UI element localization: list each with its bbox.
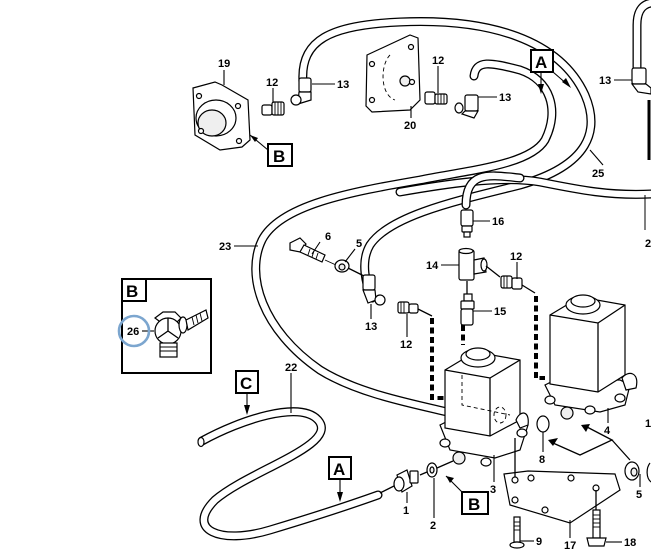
nipple-12c	[397, 301, 433, 317]
part-label-2-edge: 2	[645, 238, 651, 250]
part-label-2: 2	[430, 520, 436, 532]
part-label-3: 3	[490, 484, 496, 496]
reference-label: A	[535, 53, 547, 72]
part-label-12: 12	[400, 339, 412, 351]
part-label-12: 12	[510, 251, 522, 263]
reference-label: B	[468, 495, 480, 514]
elbow-13a	[290, 77, 312, 106]
part-label-22: 22	[285, 362, 297, 374]
part-label-15: 15	[494, 306, 506, 318]
part-label-12: 12	[432, 55, 444, 67]
part-label-13: 13	[499, 92, 511, 104]
part-label-4: 4	[604, 425, 611, 437]
part-label-23: 23	[219, 241, 231, 253]
washer-5b	[624, 461, 651, 483]
assembly-arrows	[548, 424, 631, 461]
reference-box-b-bottom: B	[445, 475, 489, 515]
part-label-17: 17	[564, 540, 576, 552]
flange-19	[192, 81, 251, 151]
part-label-9: 9	[536, 536, 542, 548]
part-label-18: 18	[624, 537, 636, 549]
detail-view-title: B	[126, 282, 138, 301]
bolt-18	[586, 490, 607, 547]
leader-lines	[223, 66, 641, 543]
part-label-13: 13	[337, 79, 349, 91]
part-labels: 19 12 13 20 12 13 13 25 23 6 5 13 12 16 …	[218, 55, 651, 552]
highlight-circle-26	[117, 314, 151, 348]
part-label-5: 5	[636, 489, 642, 501]
plate-17	[503, 438, 621, 524]
reference-box-b-top: B	[249, 134, 293, 167]
tee-14	[458, 247, 501, 281]
part-label-5: 5	[356, 238, 362, 250]
tube-25	[298, 17, 596, 303]
tube-right	[395, 171, 651, 210]
part-label-1: 1	[403, 505, 409, 517]
washer-2	[419, 460, 454, 478]
part-label-13: 13	[599, 75, 611, 87]
plate-20	[365, 34, 421, 113]
part-label-19: 19	[218, 58, 230, 70]
valve-3	[439, 347, 529, 467]
reference-label: B	[273, 147, 285, 166]
banjo-bolt-26	[154, 309, 209, 358]
reference-box-a-top: A	[530, 49, 571, 94]
connector-15	[460, 281, 475, 326]
o-ring-8	[536, 415, 550, 433]
part-label-25: 25	[592, 168, 604, 180]
fitting-1	[379, 469, 419, 494]
reference-box-a-bottom: A	[328, 456, 352, 502]
part-label-6: 6	[325, 231, 331, 243]
elbow-13d	[362, 274, 386, 306]
bolt-9	[509, 516, 525, 549]
part-label-16: 16	[492, 216, 504, 228]
part-label-13: 13	[365, 321, 377, 333]
nipple-12d	[500, 275, 536, 294]
part-label-8: 8	[539, 454, 545, 466]
nipple-12b	[424, 91, 448, 105]
reference-label: A	[333, 460, 345, 479]
reference-label: C	[240, 374, 252, 393]
tube-22	[197, 407, 383, 541]
nipple-12a	[261, 101, 285, 116]
part-label-14: 14	[426, 260, 439, 272]
connector-16	[460, 209, 474, 238]
part-label-12: 12	[266, 77, 278, 89]
part-label-26: 26	[127, 326, 139, 338]
elbow-13c	[630, 67, 651, 95]
bracket-edge	[644, 100, 651, 230]
valve-4	[544, 294, 638, 420]
elbow-13b	[454, 94, 480, 119]
part-label-20: 20	[404, 120, 416, 132]
reference-box-c: C	[235, 370, 259, 415]
tube-top-right	[632, 0, 651, 77]
dashed-guides	[430, 296, 545, 400]
part-label-1-edge: 1	[645, 418, 651, 430]
detail-view-b: B 26	[117, 278, 212, 374]
tube-23	[251, 59, 557, 420]
washer-5a	[334, 259, 365, 277]
